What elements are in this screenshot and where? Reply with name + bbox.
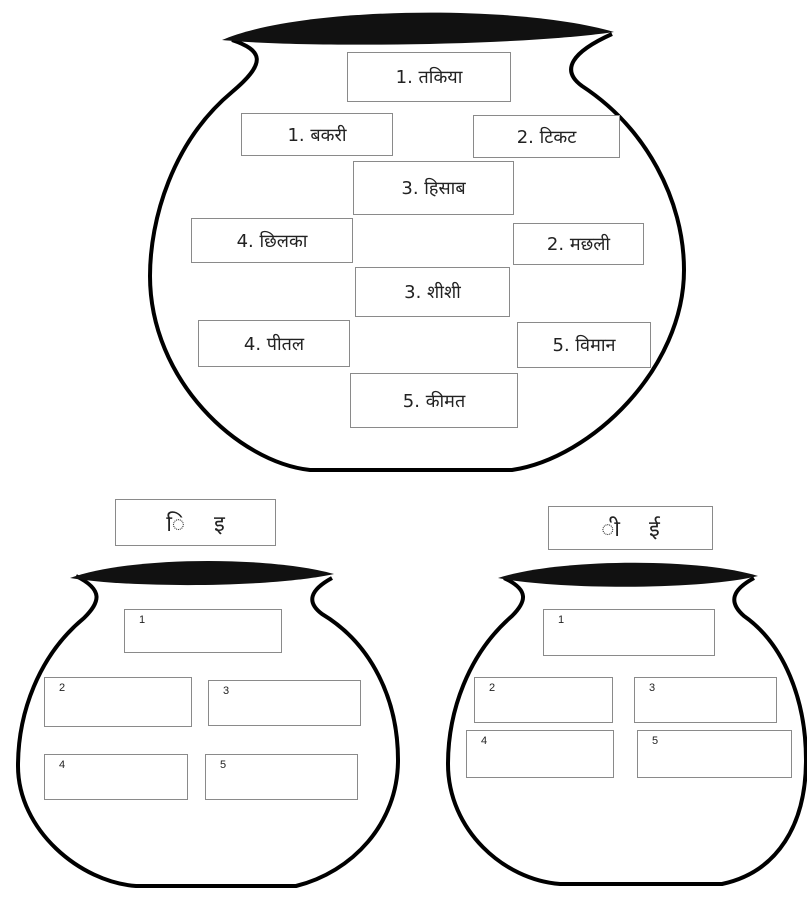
- word-box-chhilka: 4. छिलका: [191, 218, 353, 263]
- word-box-viman: 5. विमान: [517, 322, 651, 368]
- word-box-hisab: 3. हिसाब: [353, 161, 514, 215]
- word-box-tikat: 2. टिकट: [473, 115, 620, 158]
- right-pot-slot-3[interactable]: 3: [634, 677, 777, 723]
- right-pot-slot-2[interactable]: 2: [474, 677, 613, 723]
- word-box-machhli: 2. मछली: [513, 223, 644, 265]
- word-box-bakri: 1. बकरी: [241, 113, 393, 156]
- left-pot-slot-2[interactable]: 2: [44, 677, 192, 727]
- right-pot-slot-4[interactable]: 4: [466, 730, 614, 778]
- left-pot-slot-4[interactable]: 4: [44, 754, 188, 800]
- left-pot-header-matra-i: ि इ: [115, 499, 276, 546]
- word-box-shishi: 3. शीशी: [355, 267, 510, 317]
- left-pot-rim: [70, 561, 334, 585]
- left-pot-slot-1[interactable]: 1: [124, 609, 282, 653]
- right-pot-slot-5[interactable]: 5: [637, 730, 792, 778]
- word-box-pital: 4. पीतल: [198, 320, 350, 367]
- left-pot-slot-3[interactable]: 3: [208, 680, 361, 726]
- word-box-kimat: 5. कीमत: [350, 373, 518, 428]
- right-pot-header-matra-ii: ी ई: [548, 506, 713, 550]
- main-pot-rim: [222, 13, 614, 45]
- right-pot-slot-1[interactable]: 1: [543, 609, 715, 656]
- left-pot-slot-5[interactable]: 5: [205, 754, 358, 800]
- right-pot-rim: [498, 563, 758, 587]
- word-box-takiya: 1. तकिया: [347, 52, 511, 102]
